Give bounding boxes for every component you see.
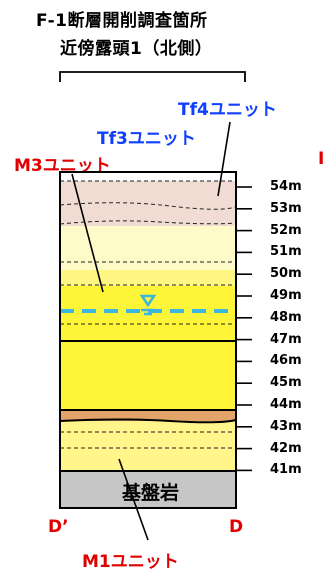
m3-band-layer (60, 270, 236, 286)
bedrock-label: 基盤岩 (122, 482, 180, 504)
elevation-label: 49m (270, 288, 302, 303)
elevation-label: 45m (270, 375, 302, 391)
section-marker-left: D’ (48, 517, 69, 537)
m1-layer (60, 421, 236, 471)
dashed-line-tf4-bottom (59, 220, 237, 225)
water-table-symbol (139, 294, 157, 316)
m3-leader-line (71, 173, 104, 293)
tf3-unit-label: Tf3ユニット (97, 129, 196, 149)
elevation-label: 51m (270, 244, 302, 260)
tf4-leader-line (217, 121, 231, 197)
elevation-label: 54m (270, 179, 302, 194)
dashed-line-tf4 (59, 202, 237, 210)
elevation-label: 47m (270, 331, 302, 347)
m1-unit-label: M1ユニット (82, 552, 179, 572)
elevation-label: 50m (270, 266, 302, 282)
title-bracket (59, 71, 246, 82)
elevation-label: 43m (270, 418, 302, 434)
figure-title-line1: F-1断層開削調査箇所 (36, 11, 208, 31)
section-marker-right: D (229, 517, 244, 537)
elevation-label: 41m (270, 462, 302, 478)
section-edge-mark: I (318, 149, 325, 169)
elevation-label: 46m (270, 353, 302, 369)
tf4-unit-label: Tf4ユニット (178, 100, 277, 120)
elevation-label: 53m (270, 200, 302, 216)
figure-title-line2: 近傍露頭1（北側） (60, 39, 213, 59)
elevation-ticks (236, 186, 252, 472)
solid-line-orange-bottom (59, 418, 237, 424)
elevation-label: 52m (270, 222, 302, 238)
orange-layer (60, 410, 236, 421)
m3-light-layer (60, 226, 236, 270)
elevation-label: 44m (270, 397, 302, 412)
bedrock-layer (60, 471, 236, 508)
m1-leader-line (118, 458, 149, 541)
elevation-label: 42m (270, 440, 302, 456)
elevation-label: 48m (270, 309, 302, 325)
